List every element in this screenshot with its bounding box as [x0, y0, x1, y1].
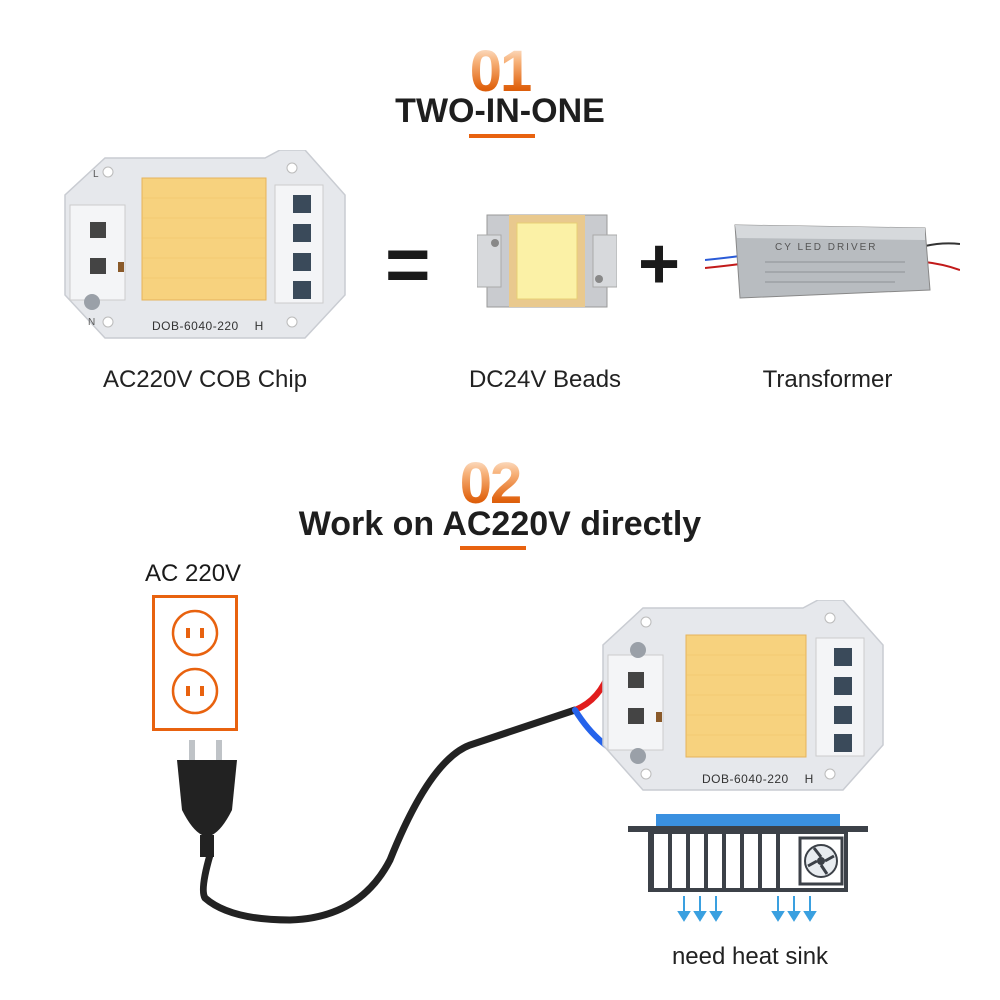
title-underline [469, 134, 535, 138]
title-underline [460, 546, 526, 550]
fan-icon [798, 836, 844, 886]
socket-label: AC 220V [145, 560, 242, 587]
airflow-arrow-icon [677, 896, 817, 922]
section-title-two-in-one: TWO-IN-ONE [395, 92, 605, 130]
caption-cob-chip: AC220V COB Chip [102, 366, 308, 393]
caption-beads: DC24V Beads [468, 366, 622, 393]
caption-transformer: Transformer [762, 366, 893, 393]
section-title-work-on-ac: Work on AC220V directly [298, 505, 702, 543]
svg-text:L: L [93, 169, 99, 180]
cob-chip-icon: L N [64, 150, 346, 339]
led-driver-icon: CY LED DRIVER [705, 224, 960, 299]
heat-sink-label: need heat sink [671, 943, 829, 970]
svg-text:N: N [88, 317, 95, 328]
equals-sign: = [385, 220, 431, 308]
plus-sign: + [638, 224, 681, 304]
chip-model-label: DOB-6040-220 [152, 319, 239, 333]
heat-sink-icon [628, 814, 868, 922]
driver-label: CY LED DRIVER [775, 242, 878, 253]
section-number-01: 01 [400, 38, 600, 105]
section-number-02: 02 [390, 450, 590, 517]
chip-model-label-wired: DOB-6040-220 [702, 772, 789, 786]
led-bead-icon [477, 214, 617, 308]
chip-mark: H [254, 319, 264, 333]
wall-socket-icon [152, 595, 238, 731]
cob-chip-icon-wired [602, 600, 884, 791]
plug-icon [177, 740, 237, 857]
chip-mark-wired: H [804, 772, 814, 786]
